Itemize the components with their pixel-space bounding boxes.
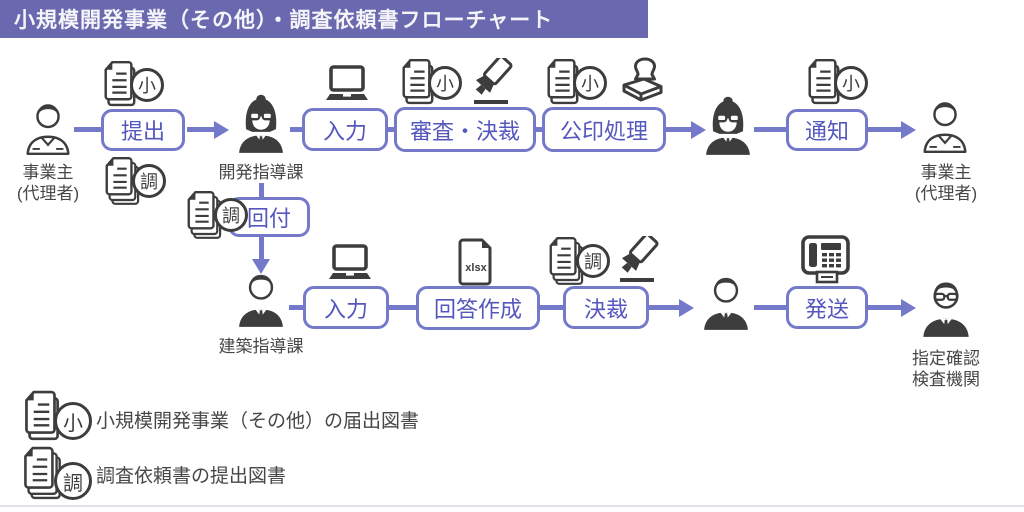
review-approval-step-label: 審査・決裁 bbox=[409, 118, 520, 144]
notify-step-box: 通知 bbox=[786, 109, 868, 151]
flow-line bbox=[259, 237, 264, 260]
seal-processing-step-box: 公印処理 bbox=[542, 107, 666, 152]
flow-line bbox=[666, 127, 692, 132]
legend-document-small-icon: 小 bbox=[20, 390, 94, 444]
staff-person-icon bbox=[700, 90, 756, 162]
answer-creation-step-box: 回答作成 bbox=[416, 286, 540, 330]
small-badge: 小 bbox=[428, 66, 462, 100]
approval-step-label: 決裁 bbox=[583, 296, 628, 322]
flow-arrowhead bbox=[679, 299, 694, 317]
small-badge: 小 bbox=[54, 402, 92, 440]
flow-arrowhead-down bbox=[252, 259, 270, 274]
submit-step-box: 提出 bbox=[101, 109, 185, 151]
applicant-right-label: 事業主 (代理者) bbox=[914, 163, 978, 204]
flow-line bbox=[868, 127, 902, 132]
flow-line bbox=[649, 305, 680, 310]
submit-step-label: 提出 bbox=[120, 119, 165, 144]
fax-icon bbox=[800, 234, 852, 284]
flow-line bbox=[388, 305, 418, 310]
dev-guidance-label: 開発指導課 bbox=[218, 163, 304, 182]
dispatch-step-box: 発送 bbox=[786, 286, 868, 329]
input-step-label-1: 入力 bbox=[322, 118, 367, 144]
building-guidance-person-icon bbox=[233, 264, 289, 332]
approval-step-box: 決裁 bbox=[563, 286, 649, 329]
dispatch-step-label: 発送 bbox=[804, 296, 849, 322]
highlighter-icon bbox=[610, 236, 662, 286]
flow-arrowhead bbox=[901, 299, 916, 317]
dev-guidance-person-icon bbox=[233, 88, 289, 160]
document-survey-icon: 調 bbox=[184, 190, 250, 240]
input-step-box-1: 入力 bbox=[302, 108, 388, 151]
flow-line bbox=[868, 305, 902, 310]
flow-line bbox=[387, 127, 396, 132]
document-survey-icon: 調 bbox=[546, 236, 612, 286]
flow-line bbox=[259, 183, 264, 199]
highlighter-icon bbox=[464, 58, 516, 108]
flow-arrowhead bbox=[691, 121, 706, 139]
applicant-person-icon bbox=[22, 96, 74, 158]
applicant-person-icon bbox=[919, 94, 971, 156]
inspection-agency-label: 指定確認 検査機関 bbox=[912, 349, 980, 390]
small-badge: 小 bbox=[130, 68, 164, 102]
stamp-icon bbox=[614, 56, 670, 106]
title-banner: 小規模開発事業（その他）・調査依頼書フローチャート bbox=[0, 0, 648, 38]
flow-arrowhead bbox=[214, 121, 229, 139]
survey-badge: 調 bbox=[576, 244, 610, 278]
survey-badge: 調 bbox=[54, 462, 92, 500]
flow-line bbox=[289, 305, 305, 310]
review-approval-step-box: 審査・決裁 bbox=[394, 107, 536, 152]
xlsx-file-icon: xlsx bbox=[456, 238, 496, 286]
flow-line bbox=[754, 127, 786, 132]
small-badge: 小 bbox=[834, 66, 868, 100]
input-step-box-2: 入力 bbox=[303, 286, 389, 329]
notify-step-label: 通知 bbox=[804, 119, 849, 144]
small-badge: 小 bbox=[573, 66, 607, 100]
document-survey-icon: 調 bbox=[102, 156, 168, 206]
bottom-divider bbox=[0, 505, 1024, 507]
flow-line bbox=[754, 305, 786, 310]
answer-creation-step-label: 回答作成 bbox=[433, 297, 522, 322]
flow-line bbox=[74, 127, 102, 132]
seal-processing-step-label: 公印処理 bbox=[559, 118, 648, 144]
flow-line bbox=[535, 127, 544, 132]
flow-line bbox=[290, 127, 304, 132]
laptop-icon bbox=[327, 243, 373, 285]
document-small-icon: 小 bbox=[398, 58, 464, 108]
page-title: 小規模開発事業（その他）・調査依頼書フローチャート bbox=[14, 9, 554, 32]
xlsx-file-type-label: xlsx bbox=[465, 262, 487, 274]
survey-badge: 調 bbox=[132, 164, 166, 198]
input-step-label-2: 入力 bbox=[323, 296, 368, 322]
flow-line bbox=[540, 305, 565, 310]
legend-item-survey-text: 調査依頼書の提出図書 bbox=[96, 466, 287, 487]
document-small-icon: 小 bbox=[804, 58, 870, 108]
route-step-label: 回付 bbox=[246, 206, 291, 231]
laptop-icon bbox=[324, 64, 370, 106]
flow-arrowhead bbox=[901, 121, 916, 139]
legend-item-small-text: 小規模開発事業（その他）の届出図書 bbox=[96, 411, 420, 432]
survey-badge: 調 bbox=[214, 198, 248, 232]
inspection-agency-person-icon bbox=[917, 272, 975, 342]
flow-line bbox=[187, 127, 215, 132]
document-small-icon: 小 bbox=[543, 58, 609, 108]
legend-document-survey-icon: 調 bbox=[20, 446, 94, 502]
building-guidance-label: 建築指導課 bbox=[218, 337, 304, 356]
staff-person-icon bbox=[698, 266, 754, 336]
applicant-left-label: 事業主 (代理者) bbox=[16, 163, 80, 204]
document-small-icon: 小 bbox=[100, 60, 166, 110]
